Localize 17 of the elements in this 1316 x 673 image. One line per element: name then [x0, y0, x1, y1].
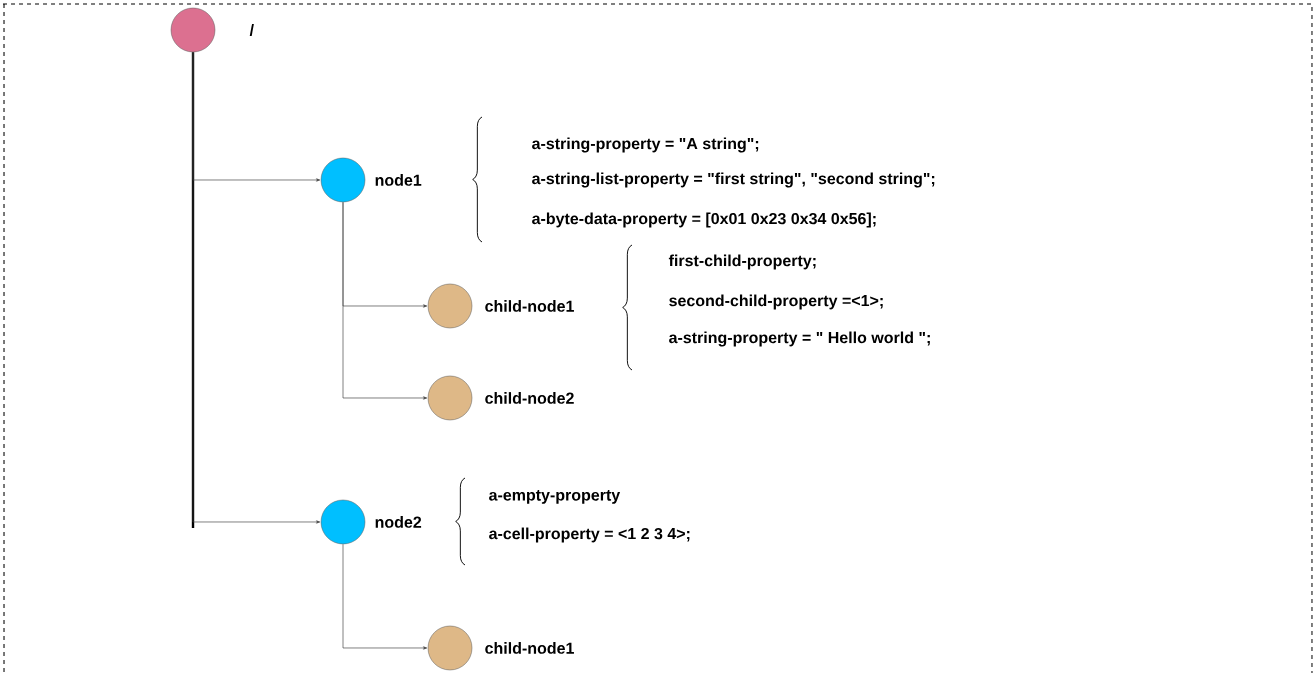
property-text: a-string-property = "A string";: [532, 137, 759, 153]
node-label: child-node2: [485, 392, 574, 404]
node-label: child-node1: [485, 642, 574, 654]
node-label: node1: [375, 174, 422, 186]
property-text: first-child-property;: [668, 254, 816, 270]
node-label: /: [249, 24, 254, 36]
property-text: a-empty-property: [489, 490, 621, 504]
connector-arrow: [342, 543, 428, 650]
property-text: a-string-list-property = "first string", "second string";: [532, 172, 935, 188]
property-text: a-cell-property = <1 2 3 4>;: [489, 527, 690, 543]
property-text: a-byte-data-property = [0x01 0x23 0x34 0x56];: [532, 212, 876, 228]
property-text: second-child-property =<1>;: [669, 294, 883, 310]
node-label: child-node1: [485, 300, 574, 312]
connector-arrow: [192, 51, 321, 524]
connector-arrow: [342, 201, 428, 400]
property-text: a-string-property = " Hello world ";: [669, 331, 930, 347]
node-label: node2: [375, 516, 422, 528]
